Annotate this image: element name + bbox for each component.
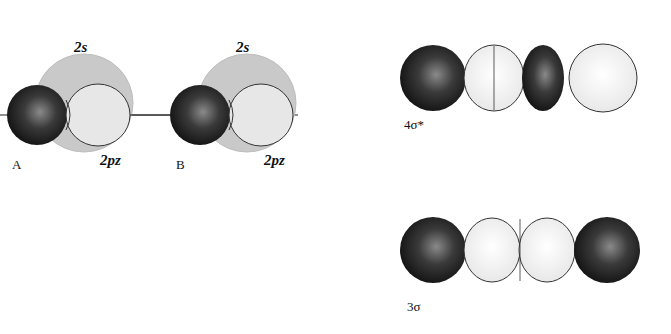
- orbital-label: 2pz: [264, 153, 285, 168]
- atom-b: [170, 54, 296, 152]
- orbital-label: 2s: [236, 40, 249, 55]
- lobe-light: [569, 44, 637, 112]
- orbital-label: 2pz: [100, 153, 121, 168]
- p-lobe-light: [229, 84, 293, 146]
- orbital-label: 3σ: [407, 300, 421, 313]
- lobe-light: [464, 218, 520, 282]
- antibonding-orbital: [400, 44, 637, 112]
- node-line: [494, 46, 495, 110]
- p-lobe-dark: [7, 85, 67, 145]
- p-lobe-dark: [170, 85, 230, 145]
- bonding-orbital: [400, 217, 640, 283]
- lobe-light: [519, 218, 575, 282]
- orbital-label: 4σ*: [404, 118, 424, 131]
- lobe-dark: [400, 217, 466, 283]
- lobe-edge: [66, 100, 70, 130]
- lobe-dark: [400, 45, 466, 111]
- node-line: [520, 219, 521, 281]
- p-lobe-light: [66, 84, 130, 146]
- lobe-edge: [229, 100, 233, 130]
- axis-line: [130, 114, 170, 115]
- lobe-light: [464, 45, 524, 111]
- lobe-dark: [574, 217, 640, 283]
- atom-label: A: [12, 158, 21, 171]
- atom-label: B: [176, 158, 185, 171]
- orbital-label: 2s: [74, 40, 87, 55]
- lobe-dark: [522, 45, 564, 111]
- atom-a: [7, 54, 133, 152]
